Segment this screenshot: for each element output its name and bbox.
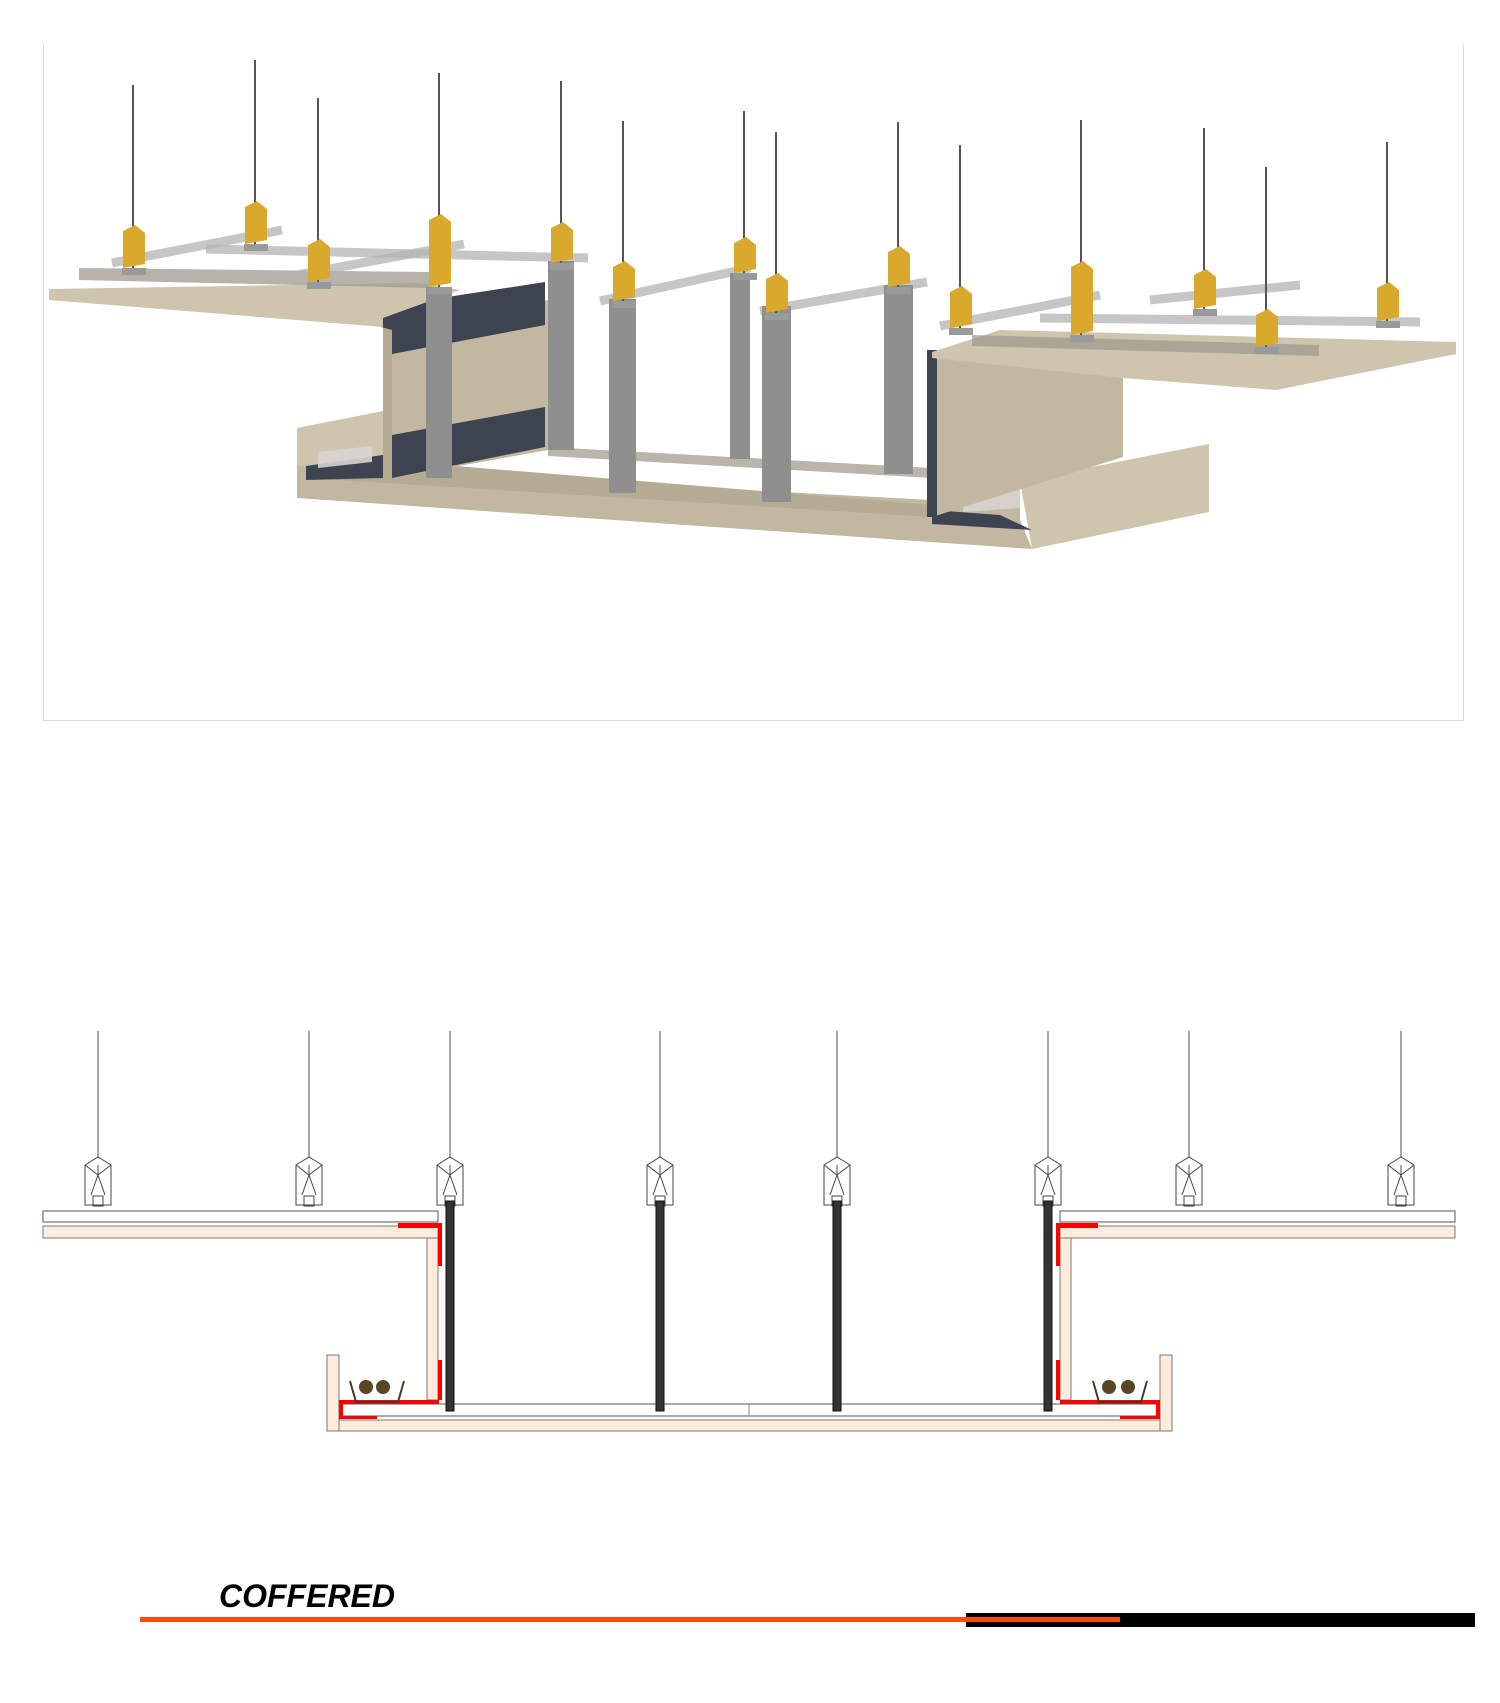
grey-stud xyxy=(609,299,636,493)
cable-circle xyxy=(1121,1380,1135,1394)
cable-tray xyxy=(1092,1380,1148,1403)
hanger-bracket xyxy=(244,244,268,251)
right-bottom-angle xyxy=(932,510,1032,530)
hanger-bracket xyxy=(949,328,973,335)
rail-channel xyxy=(1149,280,1301,305)
left-upstand xyxy=(326,1354,340,1432)
hanger-clip-yellow xyxy=(308,239,330,282)
vertical-stud-rod xyxy=(832,1200,842,1412)
left-ceiling-board xyxy=(42,1225,439,1239)
vertical-stud-rod xyxy=(445,1200,455,1412)
hanger-clip-yellow xyxy=(1377,282,1399,321)
hanger-bracket xyxy=(765,313,789,320)
hanger-clip-yellow xyxy=(950,286,972,328)
hanger-bracket xyxy=(1376,321,1400,328)
rail-channel xyxy=(1039,313,1421,327)
title-bar-black xyxy=(966,1613,1475,1627)
right-upstand xyxy=(1159,1354,1173,1432)
red-trim-angle xyxy=(1056,1223,1060,1266)
right-coffer-board xyxy=(1059,1237,1072,1401)
hanger-bracket xyxy=(550,263,574,270)
section-hanger-clip xyxy=(1034,1156,1062,1207)
left-channel-strip xyxy=(42,1210,439,1223)
title-rule-orange xyxy=(140,1617,1120,1622)
section-hanger-clip xyxy=(295,1156,323,1207)
red-trim-angle xyxy=(438,1360,442,1400)
red-trim-angle xyxy=(398,1223,441,1228)
section-hanger-clip xyxy=(646,1156,674,1207)
right-coffer-wall xyxy=(932,354,1123,517)
cable-circle xyxy=(359,1380,373,1394)
red-trim-angle xyxy=(1120,1416,1160,1419)
cable-tray xyxy=(349,1380,405,1403)
red-trim-angle xyxy=(1060,1223,1098,1228)
section-hanger-clip xyxy=(1387,1156,1415,1207)
hanger-bracket xyxy=(887,287,911,294)
hanger-bracket xyxy=(1070,335,1094,342)
left-cable-tray xyxy=(318,446,372,468)
hanger-clip-yellow xyxy=(1256,309,1278,347)
hanger-bracket xyxy=(1193,309,1217,316)
drawing-title: COFFERED xyxy=(219,1578,395,1614)
grey-stud xyxy=(730,273,750,459)
section-hanger-clip xyxy=(1175,1156,1203,1207)
hanger-bracket xyxy=(733,273,757,280)
hanger-clip-yellow xyxy=(766,273,788,313)
grey-stud xyxy=(762,306,791,502)
right-upstand-face xyxy=(1020,444,1209,549)
red-trim-angle xyxy=(1056,1360,1060,1400)
cable-circle xyxy=(376,1380,390,1394)
section-hanger-clip xyxy=(84,1156,112,1207)
vertical-stud-rod xyxy=(1043,1200,1053,1412)
left-coffer-wall-edge xyxy=(383,327,392,478)
right-wall-dark-edge xyxy=(927,350,937,517)
3d-render-frame xyxy=(43,44,1464,721)
red-trim-angle xyxy=(438,1223,442,1266)
grey-stud xyxy=(426,287,452,478)
hanger-bracket xyxy=(1255,347,1279,354)
red-trim-angle xyxy=(339,1416,377,1419)
right-ceiling-board xyxy=(1059,1225,1456,1239)
section-hanger-clip xyxy=(823,1156,851,1207)
hanger-clip-yellow xyxy=(888,246,910,287)
left-mesh-strip xyxy=(79,268,430,288)
bottom-board xyxy=(326,1419,1173,1432)
hanger-clip-yellow xyxy=(1071,261,1093,335)
cable-circle xyxy=(1102,1380,1116,1394)
coffered-ceiling-3d-render xyxy=(49,60,1456,549)
grey-stud xyxy=(548,261,574,450)
vertical-stud-rod xyxy=(655,1200,665,1412)
hanger-clip-yellow xyxy=(429,214,451,287)
hanger-bracket xyxy=(307,282,331,289)
hanger-clip-yellow xyxy=(245,201,267,244)
hanger-clip-yellow xyxy=(551,222,573,263)
hanger-bracket xyxy=(122,268,146,275)
grey-stud xyxy=(884,285,913,474)
hanger-bracket xyxy=(428,287,452,294)
hanger-bracket xyxy=(612,301,636,308)
hanger-clip-yellow xyxy=(1194,269,1216,309)
right-mesh-strip xyxy=(972,335,1319,356)
red-trim-angle xyxy=(1156,1400,1160,1419)
red-trim-angle xyxy=(339,1400,343,1419)
left-coffer-board xyxy=(426,1237,439,1401)
section-hanger-clip xyxy=(436,1156,464,1207)
floor-mesh-strip xyxy=(548,447,932,478)
hanger-clip-yellow xyxy=(613,261,635,301)
rail-channel xyxy=(205,244,589,263)
hanger-clip-yellow xyxy=(123,225,145,268)
hanger-clip-yellow xyxy=(734,237,756,273)
left-upper-slab xyxy=(49,283,460,327)
right-channel-strip xyxy=(1059,1210,1456,1223)
